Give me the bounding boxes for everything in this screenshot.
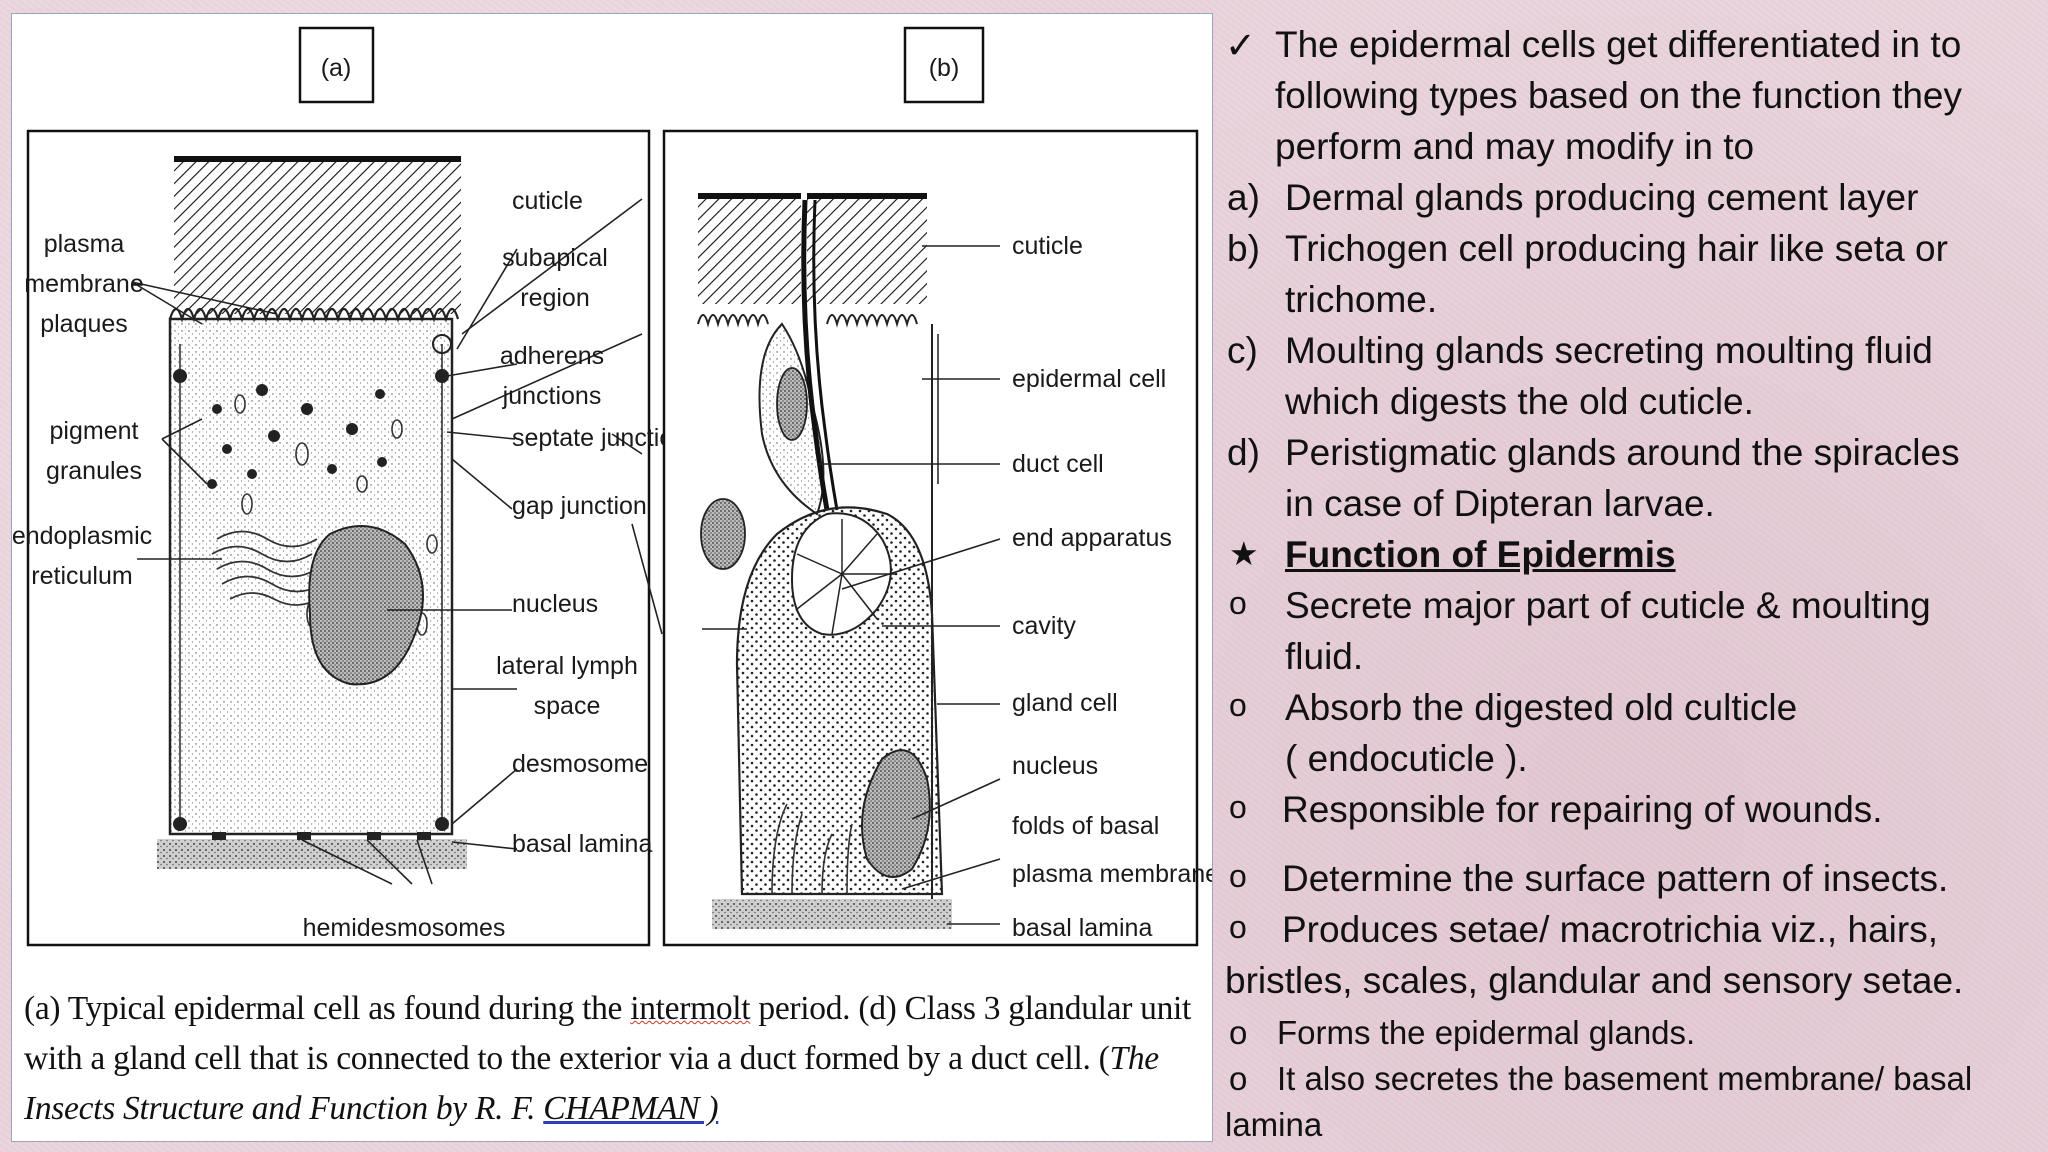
function-1-line-1: Secrete major part of cuticle & moulting [1285, 585, 1931, 626]
label-plasma-membrane: plasma membrane [1012, 860, 1212, 888]
figure-caption: (a) Typical epidermal cell as found duri… [24, 984, 1219, 1134]
panel-a-diagram: plasma membrane plaques pigment granules… [12, 129, 700, 947]
type-b-line-2: trichome. [1285, 279, 1438, 320]
label-reticulum: reticulum [31, 562, 132, 590]
type-d-line-1: Peristigmatic glands around the spiracle… [1285, 432, 1960, 473]
bullet-2-icon: o [1229, 687, 1247, 723]
function-5-line-1: Produces setae/ macrotrichia viz., hairs… [1282, 909, 1938, 950]
label-junctions: junctions [502, 382, 602, 410]
label-nucleus-b: nucleus [1012, 752, 1098, 780]
type-c-line-2: which digests the old cuticle. [1285, 381, 1754, 422]
star-icon: ★ [1229, 535, 1259, 572]
label-end-apparatus: end apparatus [1012, 524, 1172, 552]
type-b-marker: b) [1227, 228, 1260, 269]
label-pigment: pigment [50, 417, 139, 445]
check-icon: ✓ [1225, 25, 1257, 66]
caption-part1: (a) Typical epidermal cell as found duri… [24, 990, 631, 1027]
basal-lamina-b [712, 899, 952, 929]
caption-intermolt: intermolt [630, 990, 751, 1027]
type-c-line-1: Moulting glands secreting moulting fluid [1285, 330, 1933, 371]
bullet-5-icon: o [1229, 909, 1247, 945]
bullet-3-icon: o [1229, 789, 1247, 825]
label-hemidesmosomes: hemidesmosomes [303, 914, 506, 942]
type-d-line-2: in case of Dipteran larvae. [1285, 483, 1715, 524]
nucleus-b [861, 749, 931, 878]
cuticle-a [174, 159, 461, 314]
type-a-line-1: Dermal glands producing cement layer [1285, 177, 1919, 218]
function-3-line-1: Responsible for repairing of wounds. [1282, 789, 1883, 830]
type-c-marker: c) [1227, 330, 1258, 371]
figure-panel: (a) (b) [11, 13, 1213, 1142]
nucleus-a [308, 525, 424, 686]
panel-b-label: (b) [929, 54, 960, 82]
function-7-line-1: It also secretes the basement membrane/ … [1277, 1060, 1973, 1097]
label-region: region [520, 284, 590, 312]
intro-line-3: perform and may modify in to [1275, 126, 1755, 167]
function-6-line-1: Forms the epidermal glands. [1277, 1014, 1696, 1051]
label-endoplasmic: endoplasmic [12, 522, 152, 550]
label-nucleus-a: nucleus [512, 590, 598, 618]
label-cuticle-b: cuticle [1012, 232, 1083, 260]
intro-line-2: following types based on the function th… [1275, 75, 1963, 116]
label-plasma: plasma [44, 230, 125, 258]
caption-part2: period. (d) Class 3 glandular unit with … [24, 990, 1192, 1077]
label-epidermal-cell: epidermal cell [1012, 365, 1166, 393]
bullet-1-icon: o [1229, 585, 1247, 621]
label-folds-of-basal: folds of basal [1012, 812, 1159, 840]
bullet-6-icon: o [1229, 1014, 1248, 1051]
panel-b-diagram: cuticle epidermal cell duct cell end app… [662, 129, 1212, 947]
label-gap-junction: gap junction [512, 492, 647, 520]
label-plaques: plaques [40, 310, 128, 338]
label-granules: granules [46, 457, 142, 485]
function-2-line-2: ( endocuticle ). [1285, 738, 1528, 779]
function-7-line-2: lamina [1225, 1106, 1323, 1143]
label-desmosome: desmosome [512, 750, 648, 778]
intro-line-1: The epidermal cells get differentiated i… [1275, 24, 1962, 65]
panel-b-label-box [903, 26, 985, 104]
panel-a-label: (a) [321, 54, 352, 82]
function-4-line-1: Determine the surface pattern of insects… [1282, 858, 1949, 899]
basal-lamina-a [157, 839, 467, 869]
label-basal-lamina-a: basal lamina [512, 830, 652, 858]
cuticle-b-right [807, 196, 927, 304]
function-5-line-2: bristles, scales, glandular and sensory … [1225, 960, 1964, 1001]
type-d-marker: d) [1227, 432, 1260, 473]
label-gland-cell: gland cell [1012, 689, 1118, 717]
label-cavity: cavity [1012, 612, 1076, 640]
bullet-7-icon: o [1229, 1060, 1248, 1097]
label-space: space [534, 692, 601, 720]
label-membrane: membrane [24, 270, 144, 298]
type-b-line-1: Trichogen cell producing hair like seta … [1285, 228, 1948, 269]
label-duct-cell: duct cell [1012, 450, 1104, 478]
function-heading: Function of Epidermis [1285, 534, 1676, 575]
function-2-line-1: Absorb the digested old culticle [1285, 687, 1798, 728]
caption-author: CHAPMAN ) [543, 1090, 719, 1127]
epidermis-diagram: (a) (b) [12, 26, 1212, 947]
label-cuticle-a: cuticle [512, 187, 583, 215]
label-adherens: adherens [500, 342, 604, 370]
label-basal-lamina-b: basal lamina [1012, 914, 1152, 942]
label-subapical: subapical [502, 244, 608, 272]
bullet-4-icon: o [1229, 858, 1247, 894]
type-a-marker: a) [1227, 177, 1260, 218]
label-lateral-lymph: lateral lymph [496, 652, 638, 680]
panel-a-label-box [298, 26, 375, 104]
caption-source: The Insects Structure and Function by R.… [24, 1040, 1159, 1127]
cuticle-b-left [698, 196, 801, 304]
function-1-line-2: fluid. [1285, 636, 1364, 677]
